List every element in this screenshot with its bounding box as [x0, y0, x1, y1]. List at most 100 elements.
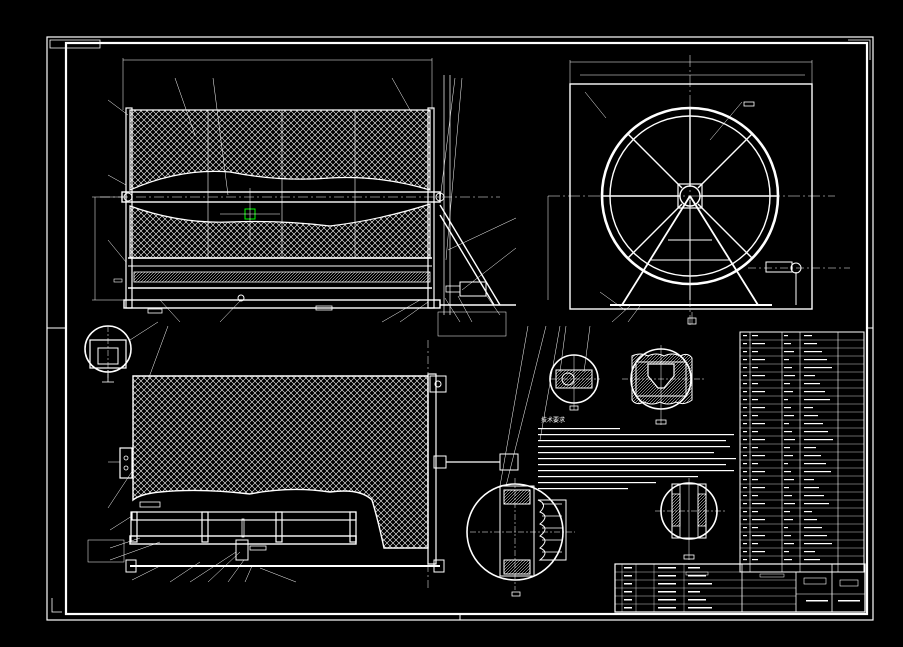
parts-row-mark [784, 559, 792, 561]
title-mark [624, 607, 632, 609]
detail-roller-bottom [655, 478, 725, 560]
parts-row-mark [804, 495, 824, 497]
parts-row-mark [784, 455, 793, 457]
parts-row-mark [804, 519, 817, 521]
parts-row-mark [804, 351, 822, 353]
parts-row-mark [752, 455, 765, 457]
title-mark [806, 600, 828, 602]
parts-row-mark [784, 535, 791, 537]
parts-row-mark [804, 391, 825, 393]
parts-row-mark [752, 351, 758, 353]
parts-row-mark [752, 399, 758, 401]
parts-row-mark [752, 503, 765, 505]
title-mark [688, 591, 700, 593]
parts-row-mark [804, 487, 819, 489]
parts-row-mark [784, 527, 788, 529]
parts-row-mark [743, 391, 747, 393]
parts-row-mark [804, 423, 823, 425]
parts-list [739, 331, 865, 573]
parts-row-mark [784, 471, 791, 473]
parts-row-mark [784, 519, 793, 521]
parts-row-mark [804, 343, 817, 345]
parts-row-mark [752, 495, 758, 497]
parts-row-mark [743, 407, 747, 409]
title-block [614, 563, 866, 613]
parts-row-mark [752, 487, 765, 489]
parts-row-mark [752, 519, 765, 521]
title-mark [658, 583, 676, 585]
detail-bearing-right [622, 345, 705, 425]
parts-row-mark [743, 367, 747, 369]
tech-req-title: 技术要求 [541, 416, 565, 424]
parts-row-mark [804, 543, 832, 545]
parts-row-mark [784, 495, 792, 497]
parts-row-mark [752, 431, 758, 433]
title-mark [688, 567, 700, 569]
plan-view [87, 325, 519, 590]
parts-row-mark [743, 431, 747, 433]
title-mark [658, 567, 676, 569]
parts-row-mark [743, 343, 747, 345]
sheet-border [46, 36, 874, 621]
parts-row-mark [743, 383, 747, 385]
parts-row-mark [784, 391, 793, 393]
title-mark [658, 591, 676, 593]
parts-row-mark [743, 399, 747, 401]
parts-row-mark [784, 511, 790, 513]
parts-row-mark [743, 415, 747, 417]
parts-row-mark [743, 543, 747, 545]
parts-row-mark [784, 343, 791, 345]
parts-row-mark [752, 559, 758, 561]
parts-row-mark [752, 551, 765, 553]
title-mark [624, 575, 632, 577]
parts-row-mark [743, 447, 747, 449]
parts-row-mark [752, 511, 758, 513]
parts-row-mark [804, 463, 826, 465]
parts-row-mark [804, 375, 815, 377]
parts-row-mark [784, 415, 794, 417]
parts-row-mark [752, 479, 758, 481]
parts-row-mark [804, 415, 818, 417]
parts-row-mark [784, 479, 794, 481]
parts-row-mark [784, 487, 789, 489]
title-mark [658, 607, 676, 609]
parts-row-mark [752, 375, 765, 377]
parts-row-mark [743, 463, 747, 465]
front-view [92, 58, 517, 337]
parts-row-mark [804, 535, 827, 537]
parts-row-mark [743, 439, 747, 441]
parts-row-mark [743, 375, 747, 377]
parts-row-mark [743, 551, 747, 553]
parts-row-mark [752, 367, 758, 369]
parts-row-mark [784, 423, 789, 425]
parts-row-mark [784, 367, 792, 369]
parts-row-mark [784, 335, 788, 337]
title-mark [624, 591, 632, 593]
parts-row-mark [804, 527, 822, 529]
parts-row-mark [784, 463, 788, 465]
side-view-wheel [547, 55, 850, 325]
parts-row-mark [784, 503, 795, 505]
title-mark [838, 600, 860, 602]
parts-row-mark [804, 407, 813, 409]
parts-row-mark [804, 431, 828, 433]
parts-row-mark [804, 335, 812, 337]
parts-row-mark [743, 503, 747, 505]
parts-row-mark [784, 399, 788, 401]
parts-row-mark [784, 359, 789, 361]
parts-row-mark [752, 423, 765, 425]
parts-row-mark [752, 415, 758, 417]
misc-marks [685, 571, 785, 578]
parts-row-mark [804, 471, 831, 473]
parts-row-mark [743, 471, 747, 473]
parts-row-mark [804, 383, 820, 385]
parts-row-mark [804, 367, 832, 369]
parts-row-mark [752, 383, 758, 385]
parts-row-mark [784, 431, 792, 433]
parts-row-mark [743, 479, 747, 481]
parts-row-mark [743, 511, 747, 513]
title-mark [624, 583, 632, 585]
title-mark [658, 575, 676, 577]
parts-row-mark [804, 447, 816, 449]
